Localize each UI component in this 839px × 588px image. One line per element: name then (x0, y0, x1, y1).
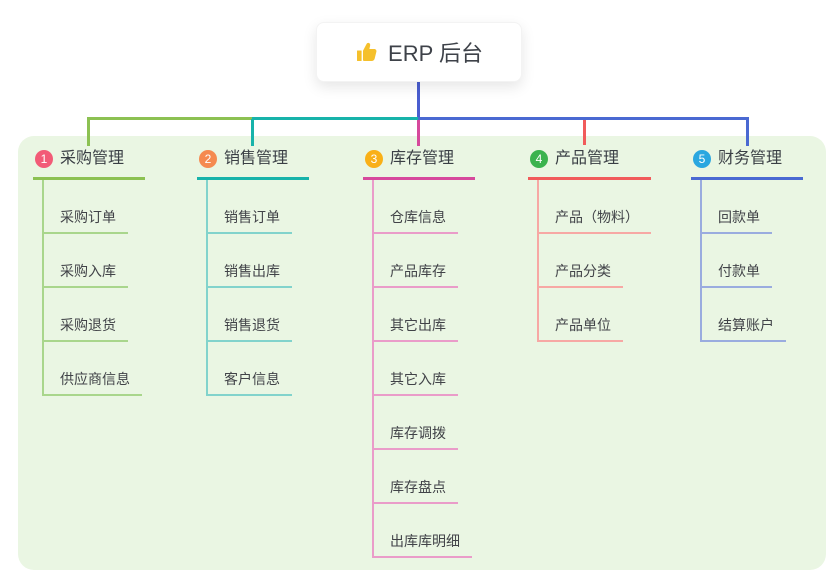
child-item-label: 产品（物料） (539, 207, 651, 234)
child-item[interactable]: 产品库存 (374, 234, 475, 288)
branch-label: 销售管理 (224, 150, 289, 167)
branch-sales: 2 销售管理 销售订单销售出库销售退货客户信息 (197, 147, 309, 396)
bus-line-sales (252, 117, 418, 120)
child-item-label: 付款单 (702, 261, 772, 288)
child-item[interactable]: 采购订单 (44, 180, 145, 234)
branch-children: 产品（物料） 产品分类产品单位 (537, 180, 651, 342)
child-item-label: 采购订单 (44, 207, 128, 234)
child-item[interactable]: 库存盘点 (374, 450, 475, 504)
child-item-label: 销售出库 (208, 261, 292, 288)
branch-children: 仓库信息产品库存其它出库其它入库库存调拨库存盘点出库库明细 (372, 180, 475, 558)
branch-inventory: 3 库存管理 仓库信息产品库存其它出库其它入库库存调拨库存盘点出库库明细 (363, 147, 475, 558)
child-item[interactable]: 产品（物料） (539, 180, 651, 234)
child-item-label: 销售退货 (208, 315, 292, 342)
child-item[interactable]: 回款单 (702, 180, 803, 234)
branch-label: 产品管理 (555, 150, 620, 167)
branch-label: 采购管理 (60, 150, 125, 167)
drop-line-finance (746, 120, 749, 146)
branch-header[interactable]: 3 库存管理 (363, 147, 475, 180)
drop-line-sales (251, 119, 254, 146)
branch-header[interactable]: 2 销售管理 (197, 147, 309, 180)
branch-number-badge: 3 (365, 150, 383, 168)
child-item-label: 其它入库 (374, 369, 458, 396)
child-item-label: 产品分类 (539, 261, 623, 288)
child-item-label: 产品库存 (374, 261, 458, 288)
branch-purchase: 1 采购管理 采购订单采购入库采购退货供应商信息 (33, 147, 145, 396)
child-item[interactable]: 销售订单 (208, 180, 309, 234)
child-item-label: 仓库信息 (374, 207, 458, 234)
branch-label: 财务管理 (718, 150, 783, 167)
child-item-label: 其它出库 (374, 315, 458, 342)
branch-header[interactable]: 1 采购管理 (33, 147, 145, 180)
branch-children: 销售订单销售出库销售退货客户信息 (206, 180, 309, 396)
branch-header[interactable]: 5 财务管理 (691, 147, 803, 180)
branch-product: 4 产品管理 产品（物料） 产品分类产品单位 (528, 147, 651, 342)
drop-line-product (583, 120, 586, 145)
child-item[interactable]: 供应商信息 (44, 342, 145, 396)
child-item[interactable]: 采购退货 (44, 288, 145, 342)
root-title: ERP 后台 (388, 41, 483, 66)
child-item-label: 采购入库 (44, 261, 128, 288)
drop-line-purchase (87, 119, 90, 146)
root-connector-line (417, 82, 420, 119)
branch-number-badge: 5 (693, 150, 711, 168)
drop-line-inventory (417, 120, 420, 146)
child-item-label: 销售订单 (208, 207, 292, 234)
child-item-label: 库存盘点 (374, 477, 458, 504)
branches-background-panel (18, 136, 826, 570)
child-item-label: 产品单位 (539, 315, 623, 342)
child-item-label: 供应商信息 (44, 369, 142, 396)
child-item[interactable]: 客户信息 (208, 342, 309, 396)
branch-label: 库存管理 (390, 150, 455, 167)
branch-finance: 5 财务管理 回款单付款单结算账户 (691, 147, 803, 342)
child-item[interactable]: 采购入库 (44, 234, 145, 288)
bus-line-finance (418, 117, 749, 120)
child-item-label: 客户信息 (208, 369, 292, 396)
thumbs-up-icon (355, 40, 379, 64)
child-item[interactable]: 其它入库 (374, 342, 475, 396)
child-item[interactable]: 付款单 (702, 234, 803, 288)
bus-line-purchase (87, 117, 253, 120)
child-item[interactable]: 出库库明细 (374, 504, 475, 558)
child-item[interactable]: 结算账户 (702, 288, 803, 342)
child-item[interactable]: 销售出库 (208, 234, 309, 288)
branch-children: 采购订单采购入库采购退货供应商信息 (42, 180, 145, 396)
child-item[interactable]: 产品分类 (539, 234, 651, 288)
child-item-label: 库存调拨 (374, 423, 458, 450)
child-item-label: 回款单 (702, 207, 772, 234)
child-item[interactable]: 其它出库 (374, 288, 475, 342)
branch-header[interactable]: 4 产品管理 (528, 147, 651, 180)
child-item-label: 结算账户 (702, 315, 786, 342)
branch-number-badge: 2 (199, 150, 217, 168)
branch-number-badge: 4 (530, 150, 548, 168)
child-item-label: 采购退货 (44, 315, 128, 342)
root-node[interactable]: ERP 后台 (316, 22, 522, 82)
child-item[interactable]: 产品单位 (539, 288, 651, 342)
child-item-label: 出库库明细 (374, 531, 472, 558)
child-item[interactable]: 仓库信息 (374, 180, 475, 234)
child-item[interactable]: 库存调拨 (374, 396, 475, 450)
branch-children: 回款单付款单结算账户 (700, 180, 803, 342)
child-item[interactable]: 销售退货 (208, 288, 309, 342)
branch-number-badge: 1 (35, 150, 53, 168)
